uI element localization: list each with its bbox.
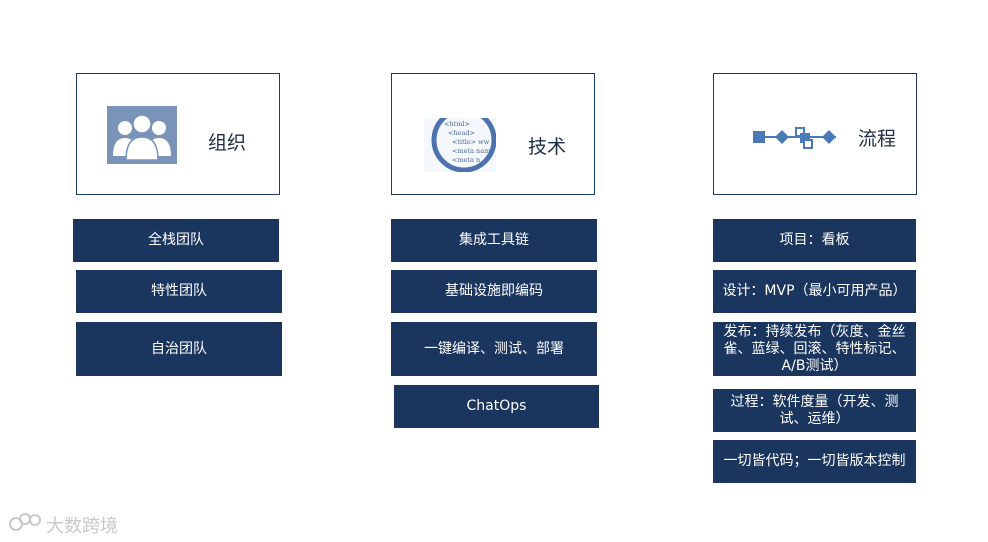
watermark: 大数跨境 (8, 510, 118, 539)
list-item: 过程：软件度量（开发、测试、运维） (713, 389, 916, 432)
watermark-logo-icon (8, 510, 42, 539)
column-title: 组织 (208, 132, 247, 154)
code-line: <title> ww (452, 138, 490, 146)
list-item: ChatOps (394, 385, 599, 428)
column-title: 技术 (528, 136, 567, 158)
technology-card: <html> <head> <title> ww <meta nam <meta… (391, 73, 595, 195)
list-item: 自治团队 (76, 322, 282, 376)
code-line: <html> (444, 120, 470, 128)
html-code-magnifier-icon: <html> <head> <title> ww <meta nam <meta… (424, 107, 497, 173)
list-item: 发布：持续发布（灰度、金丝雀、蓝绿、回滚、特性标记、A/B测试） (713, 322, 916, 376)
list-item: 特性团队 (76, 270, 282, 313)
list-item: 全栈团队 (73, 219, 279, 262)
list-item: 集成工具链 (391, 219, 597, 262)
list-item: 一切皆代码；一切皆版本控制 (713, 440, 916, 483)
code-line: <meta n (452, 156, 480, 164)
people-group-icon (107, 106, 177, 164)
code-line: <head> (448, 129, 475, 137)
process-card: 流程 (713, 73, 917, 195)
organization-card: 组织 (76, 73, 280, 195)
list-item: 项目：看板 (713, 219, 916, 262)
list-item: 基础设施即编码 (391, 270, 597, 313)
code-line: <meta nam (452, 147, 490, 155)
column-title: 流程 (858, 128, 897, 150)
process-flow-icon (752, 122, 838, 152)
list-item: 设计：MVP（最小可用产品） (713, 270, 916, 313)
list-item: 一键编译、测试、部署 (391, 322, 597, 376)
watermark-text: 大数跨境 (46, 515, 118, 537)
